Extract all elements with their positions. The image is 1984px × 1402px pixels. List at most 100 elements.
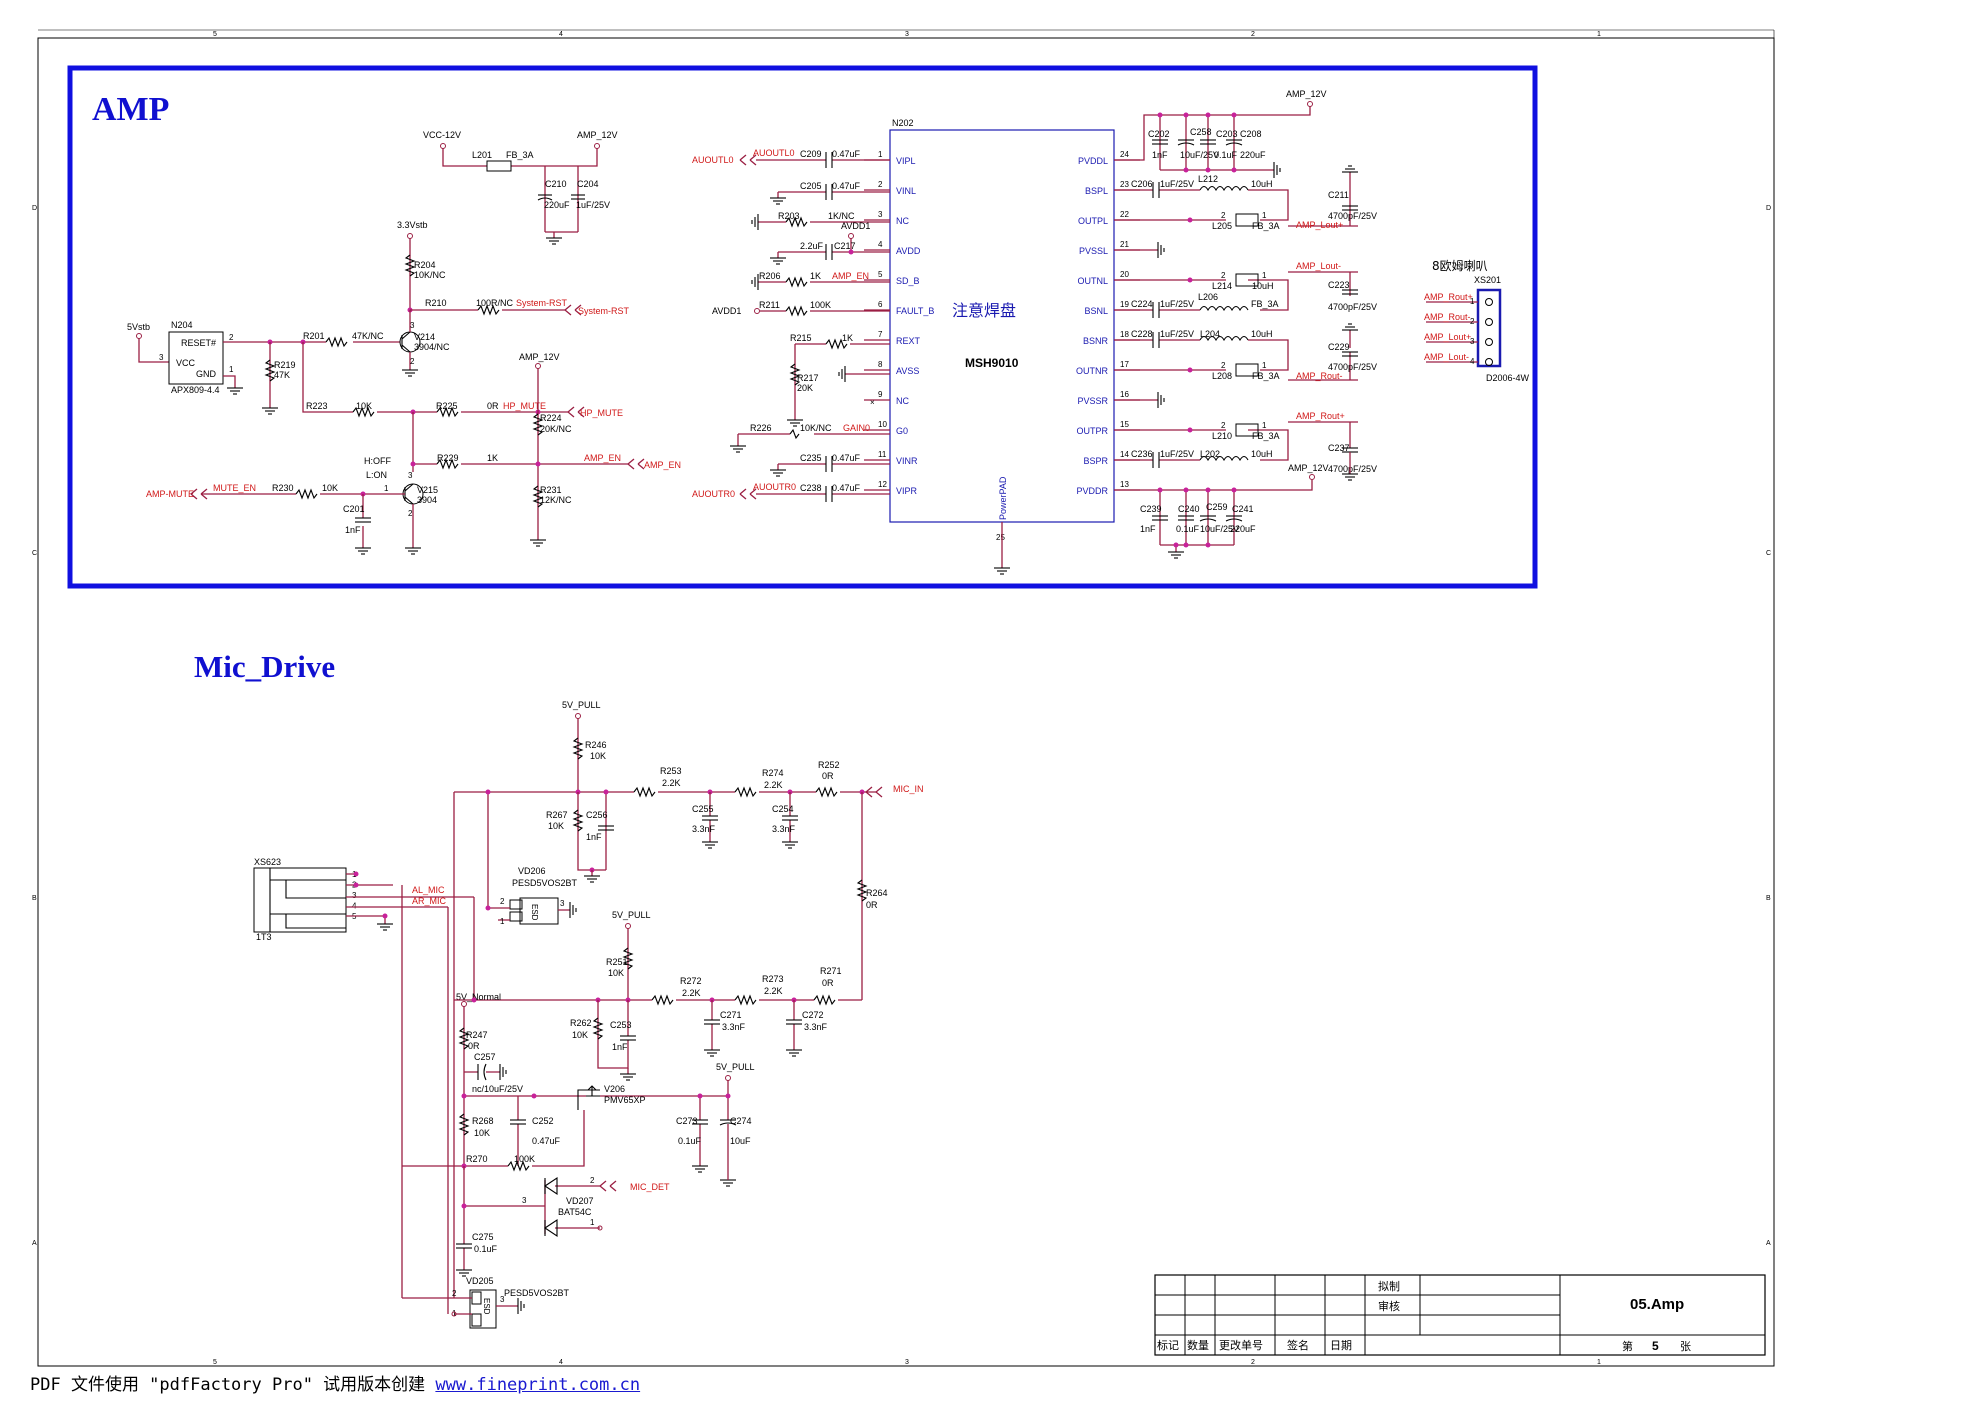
ground-icon [782, 841, 798, 849]
net-auoutl0-in: AUOUTL0 [692, 155, 734, 165]
speaker-pin-icon [1485, 358, 1493, 366]
ground-icon [770, 469, 786, 477]
tb-drawing: 05.Amp [1630, 1296, 1684, 1313]
ground-icon [569, 902, 577, 918]
svg-text:2: 2 [1221, 271, 1226, 280]
ferrite-bead-icon [1235, 213, 1259, 227]
ic-pin-num: 9 [878, 390, 883, 399]
val-r204: 10K/NC [414, 270, 446, 280]
ref-r225: R225 [436, 401, 458, 411]
ic-pin-num: 14 [1120, 450, 1129, 459]
ground-icon [355, 547, 371, 555]
svg-text:3: 3 [408, 471, 413, 480]
ref-c274: C274 [730, 1116, 752, 1126]
val-l206: 10uH [1252, 281, 1274, 291]
speaker-connector-body [1476, 288, 1502, 368]
ref-r217: R217 [797, 373, 819, 383]
svg-text:1: 1 [452, 1309, 457, 1318]
ref-r204: R204 [414, 260, 436, 270]
svg-text:2: 2 [410, 357, 415, 366]
mic-conn-ref: XS623 [254, 857, 281, 867]
ref-c255: C255 [692, 804, 714, 814]
val-r252: 0R [822, 771, 834, 781]
ref-r252: R252 [818, 760, 840, 770]
svg-text:标记: 标记 [1157, 1338, 1179, 1352]
zone-col-bottom: 4 [559, 1359, 563, 1366]
speaker-pin-icon [1485, 318, 1493, 326]
amp-section-title: AMP [92, 91, 169, 128]
footer-text: PDF 文件使用 "pdfFactory Pro" 试用版本创建 [30, 1375, 436, 1395]
ic-pin-name: BSNR [1083, 336, 1109, 346]
val-c275: 0.1uF [474, 1244, 498, 1254]
ref-c223: C223 [1328, 280, 1350, 290]
ref-c275: C275 [472, 1232, 494, 1242]
ref-r264: R264 [866, 888, 888, 898]
ref-c202: C202 [1148, 129, 1170, 139]
footer-link[interactable]: www.fineprint.com.cn [435, 1375, 641, 1395]
esd1-part: PESD5VOS2BT [512, 878, 578, 888]
ic-pin-name: PVDDL [1078, 156, 1108, 166]
val-r201: 47K/NC [352, 331, 384, 341]
net-armic: AR_MIC [412, 896, 447, 906]
val-c206: 1uF/25V [1160, 179, 1194, 189]
ic-pin-num: 15 [1120, 420, 1129, 429]
ground-icon [720, 1179, 736, 1187]
zone-row-right: B [1766, 895, 1771, 902]
ref-c205: C205 [800, 181, 822, 191]
title-block: 拟制 审核 05.Amp 标记 数量 更改单号 签名 日期 第 5 张 [1154, 1274, 1766, 1356]
zone-row-left: C [32, 550, 37, 557]
ferrite-bead-icon [1235, 423, 1259, 437]
net-sysrst-label: System-RST [516, 298, 568, 308]
amp-ic-pad: PowerPAD [998, 476, 1008, 520]
esd2-ref: VD205 [466, 1276, 494, 1286]
val-l204: 10uH [1251, 329, 1273, 339]
val-r251: 10K [608, 968, 624, 978]
ground-icon [405, 547, 421, 555]
val-r273: 2.2K [764, 986, 783, 996]
svg-text:2: 2 [408, 509, 413, 518]
svg-text:1: 1 [229, 365, 234, 374]
reset-pin-reset: RESET# [181, 338, 216, 348]
svg-text:1: 1 [1262, 361, 1267, 370]
ic-pin-num: 2 [878, 180, 883, 189]
val-c255: 3.3nF [692, 824, 716, 834]
svg-text:1: 1 [1262, 271, 1267, 280]
ic-pin-name: REXT [896, 336, 921, 346]
svg-text:1: 1 [500, 917, 505, 926]
sheet-border [37, 37, 1775, 1367]
net-micdet: MIC_DET [630, 1182, 670, 1192]
val-r211: 100K [810, 300, 831, 310]
amp-ic: N202 注意焊盘 MSH9010 PowerPAD 25 1VIPL2VINL… [864, 118, 1140, 575]
svg-text:张: 张 [1680, 1340, 1691, 1353]
ref-c201: C201 [343, 504, 365, 514]
zone-col-bottom: 1 [1597, 1359, 1601, 1366]
ground-icon [499, 1064, 507, 1080]
net-auoutl0: AUOUTL0 [753, 148, 795, 158]
ref-r262: R262 [570, 1018, 592, 1028]
net-loutm-a: AMP_Lout- [1296, 261, 1341, 271]
ref-r215: R215 [790, 333, 812, 343]
ref-c253: C253 [610, 1020, 632, 1030]
ground-icon [787, 419, 803, 427]
esd1-ref: VD206 [518, 866, 546, 876]
svg-text:2: 2 [1221, 211, 1226, 220]
val-r274: 2.2K [764, 780, 783, 790]
val-c257: nc/10uF/25V [472, 1084, 523, 1094]
speaker-pin-net: AMP_Lout- [1424, 352, 1469, 362]
ref-l212: L212 [1198, 174, 1218, 184]
ground-icon [517, 1298, 525, 1314]
zone-col-top: 3 [905, 31, 909, 38]
val-c229: 4700pF/25V [1328, 362, 1377, 372]
ground-icon [456, 1269, 472, 1277]
reset-group: 3.3Vstb R204 10K/NC R210 100R/NC System-… [127, 220, 681, 555]
svg-text:×: × [870, 398, 875, 407]
ref-r226: R226 [750, 423, 772, 433]
ic-pin-name: VINL [896, 186, 916, 196]
net-ampen-ic: AMP_EN [832, 271, 869, 281]
ic-pin-name: OUTPR [1077, 426, 1109, 436]
val-r262: 10K [572, 1030, 588, 1040]
zone-col-top: 4 [559, 31, 563, 38]
ref-r223: R223 [306, 401, 328, 411]
zone-col-top: 2 [1251, 31, 1255, 38]
